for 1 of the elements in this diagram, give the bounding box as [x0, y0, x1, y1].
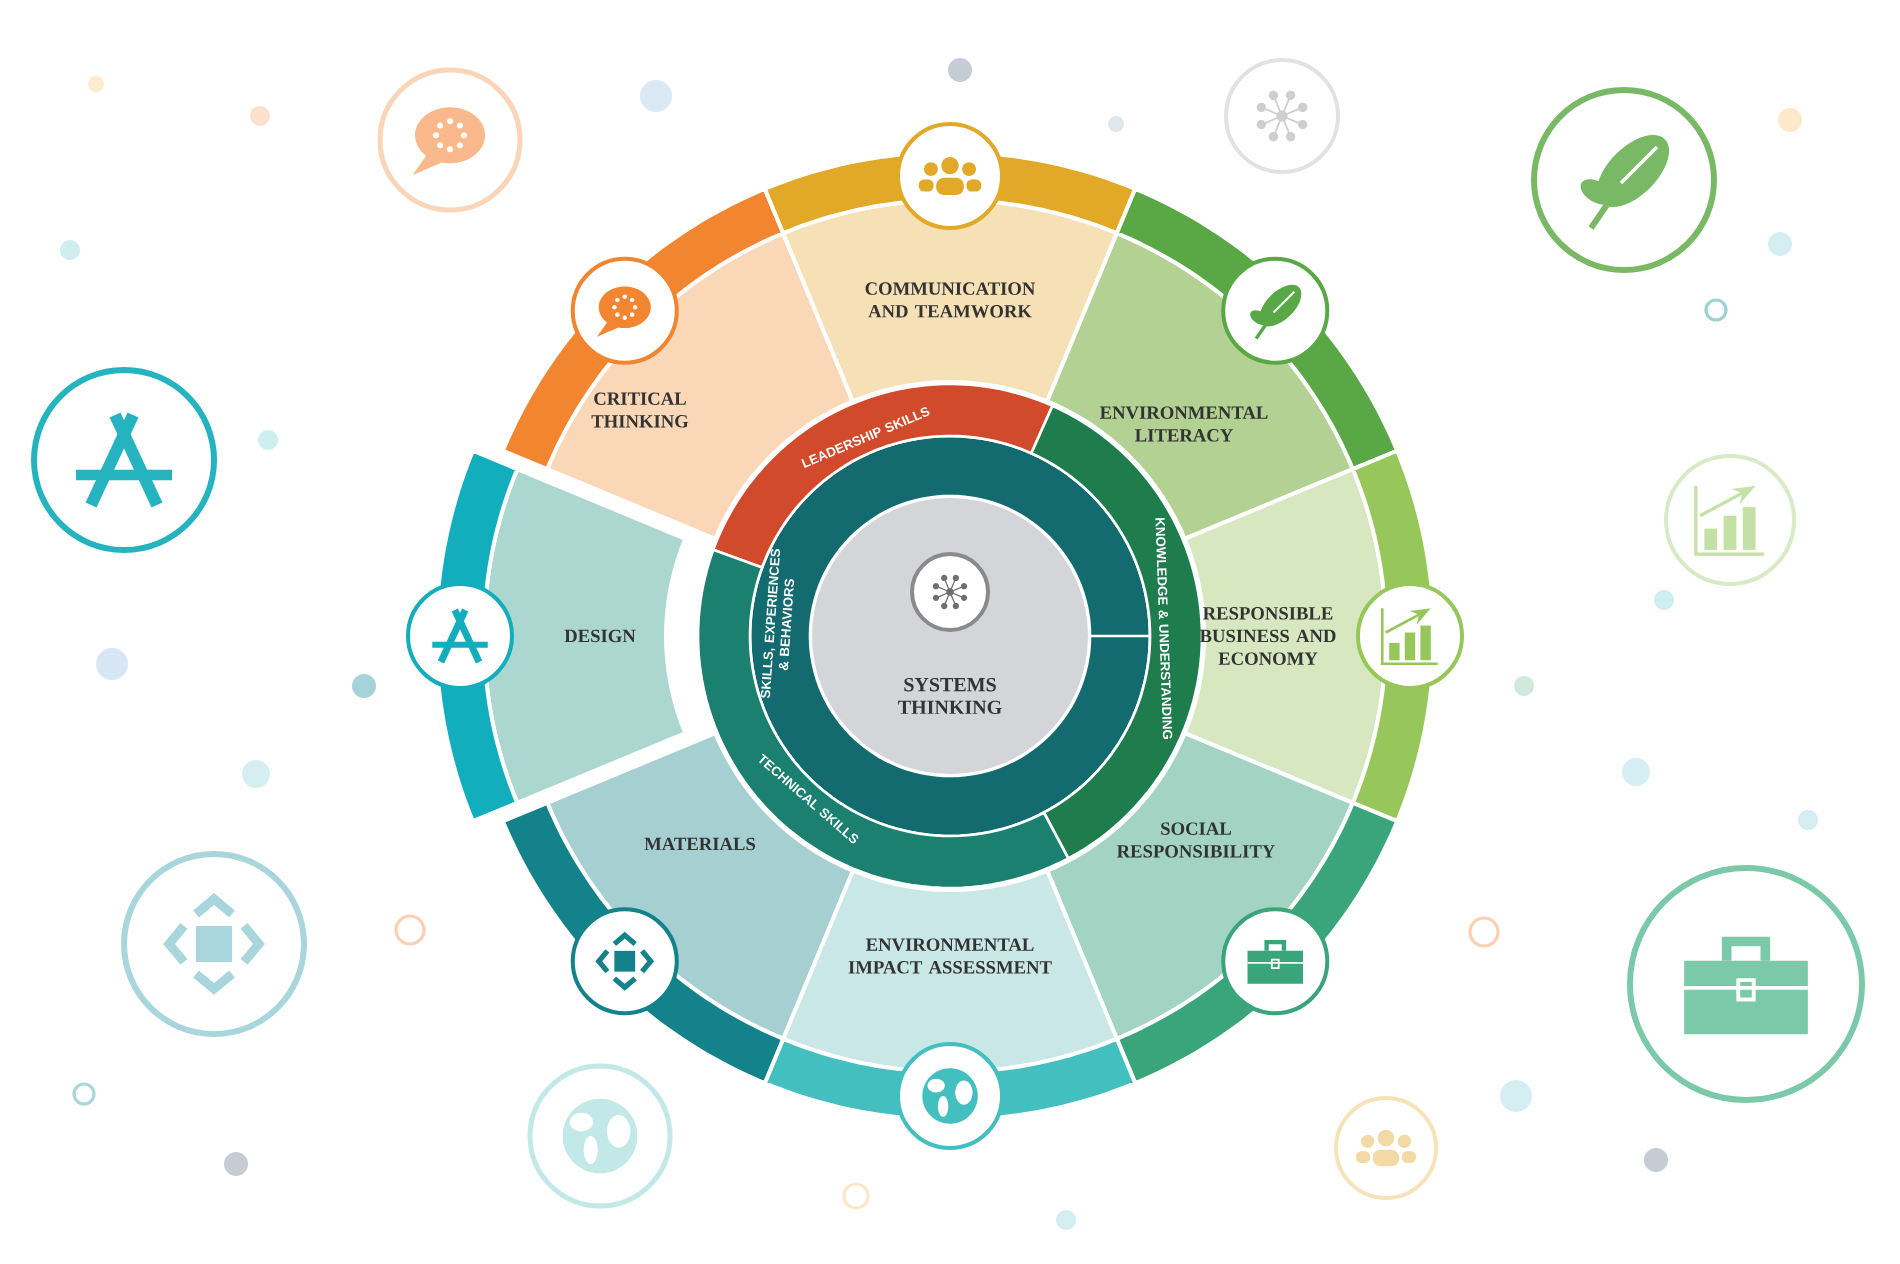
wheel-segment: DESIGN [434, 448, 688, 824]
